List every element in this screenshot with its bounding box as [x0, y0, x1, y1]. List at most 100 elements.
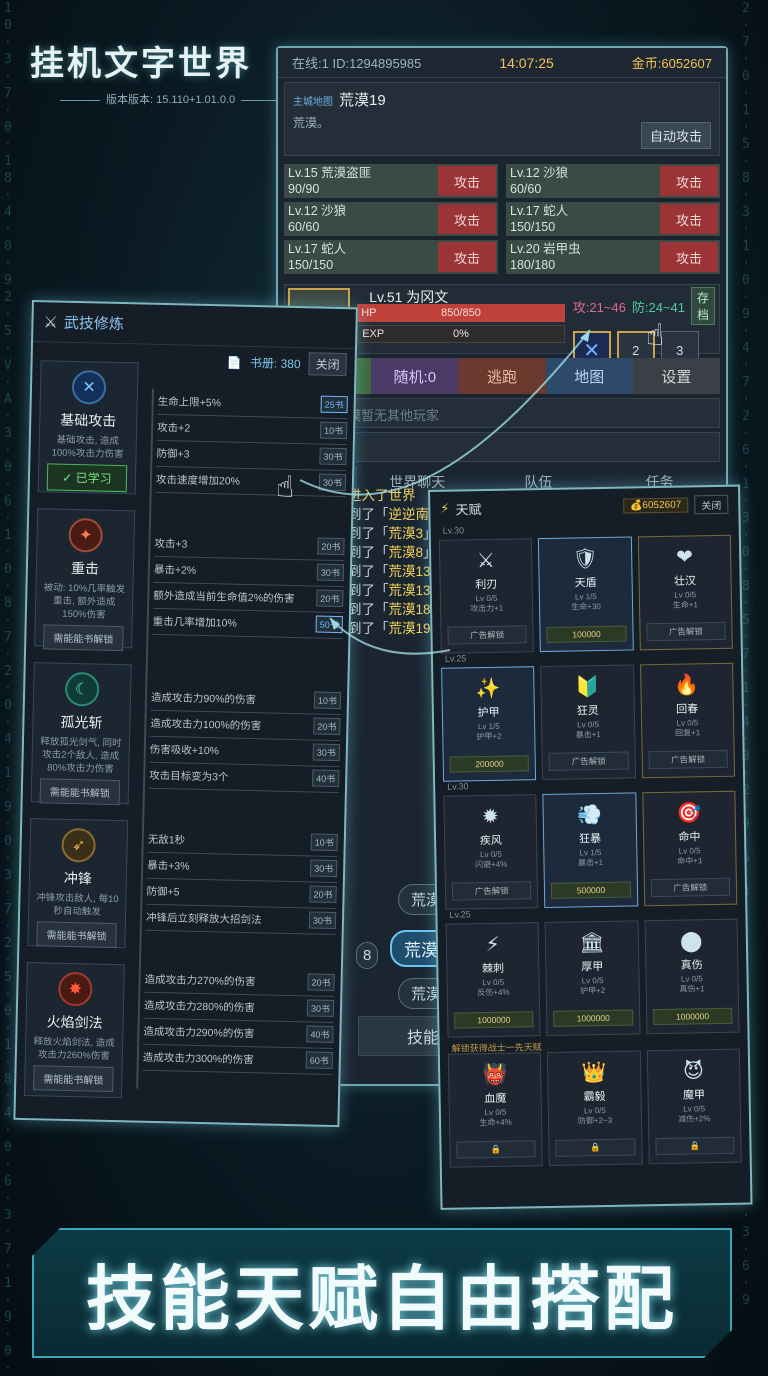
effect-cost-button[interactable]: 10书: [313, 691, 342, 710]
close-button[interactable]: 关闭: [694, 494, 729, 514]
skill-card[interactable]: ➶ 冲锋 冲锋攻击敌人, 每10秒自动触发 需能能书解锁: [27, 818, 129, 949]
map-node-pill[interactable]: 荒漠: [398, 884, 455, 915]
talent-upgrade-button[interactable]: 200000: [449, 755, 530, 773]
effect-cost-button[interactable]: 40书: [312, 769, 340, 788]
effect-cost-button[interactable]: 30书: [318, 473, 347, 492]
effect-cost-button[interactable]: 30书: [319, 447, 347, 466]
effect-cost-button[interactable]: 20书: [307, 973, 335, 992]
attack-button[interactable]: 攻击: [660, 242, 718, 272]
talent-upgrade-button[interactable]: 500000: [551, 881, 631, 899]
effect-text: 攻击目标变为3个: [149, 769, 229, 784]
close-button[interactable]: 关闭: [308, 352, 347, 377]
effect-cost-button[interactable]: 30书: [308, 911, 337, 930]
unlock-button[interactable]: 需能能书解锁: [43, 624, 124, 652]
effect-cost-button[interactable]: 20书: [316, 589, 344, 608]
effect-cost-button[interactable]: 30书: [309, 859, 338, 878]
map-button[interactable]: 地图: [545, 358, 633, 394]
ad-unlock-button[interactable]: 广告解锁: [548, 751, 629, 771]
unlock-button[interactable]: 需能能书解锁: [39, 778, 121, 806]
effect-text: 造成攻击力90%的伤害: [150, 691, 257, 707]
attack-button[interactable]: 攻击: [438, 204, 496, 234]
effect-cost-button[interactable]: 10书: [319, 421, 348, 440]
effect-cost-button[interactable]: 40书: [306, 1025, 334, 1044]
talent-effect: 防御+2~3: [577, 1115, 613, 1126]
effect-line: 攻击速度增加20%30书: [155, 466, 347, 498]
talent-title: 天赋: [455, 501, 482, 518]
skill-name: 火焰剑法: [46, 1013, 103, 1031]
ad-unlock-button[interactable]: 广告解锁: [447, 625, 528, 645]
ad-unlock-button[interactable]: 广告解锁: [646, 621, 726, 642]
effect-cost-button[interactable]: 30书: [306, 999, 335, 1018]
effect-text: 防御+5: [146, 885, 180, 899]
effect-cost-button[interactable]: 30书: [316, 563, 345, 582]
talent-icon: ✹: [481, 805, 499, 829]
talent-upgrade-button[interactable]: 1000000: [652, 1007, 733, 1026]
map-node-number[interactable]: 8: [356, 942, 379, 969]
effect-cost-button[interactable]: 50书: [315, 615, 343, 634]
attack-button[interactable]: 攻击: [438, 242, 496, 272]
log-line: 到了「荒漠3」: [348, 524, 456, 543]
talent-upgrade-button[interactable]: 1000000: [553, 1009, 634, 1027]
effect-cost-button[interactable]: 20书: [317, 537, 345, 556]
learned-button[interactable]: ✓ 已学习: [46, 463, 128, 493]
flee-button[interactable]: 逃跑: [458, 358, 546, 394]
ad-unlock-button[interactable]: 广告解锁: [451, 881, 532, 901]
auto-attack-button[interactable]: 自动攻击: [640, 122, 711, 149]
ad-unlock-button[interactable]: 广告解锁: [648, 749, 728, 770]
charge-icon: ➶: [61, 827, 97, 863]
skill-card[interactable]: ☾ 孤光斩 释放孤光剑气, 同时攻击2个敌人, 造成80%攻击力伤害 需能能书解…: [30, 662, 132, 806]
ad-unlock-button[interactable]: 广告解锁: [650, 877, 731, 898]
settings-button[interactable]: 设置: [632, 358, 721, 394]
talent-effect: 生命+1: [672, 600, 698, 610]
clock: 14:07:25: [499, 54, 554, 71]
effect-cost-button[interactable]: 25书: [320, 395, 348, 414]
fire-slash-icon: ✦: [68, 517, 104, 553]
effect-cost-button[interactable]: 20书: [313, 717, 341, 736]
talent-effect: 命中+1: [677, 856, 703, 866]
skill-desc: 释放火焰剑法, 造成攻击力260%伤害: [33, 1036, 115, 1062]
unlock-button[interactable]: 需能能书解锁: [36, 921, 117, 949]
map-node-pill[interactable]: 荒漠: [398, 978, 455, 1009]
effect-cost-button[interactable]: 30书: [312, 743, 341, 762]
effect-line: 冲锋后立刻释放大招剑法 30书: [145, 904, 337, 936]
attack-button[interactable]: 攻击: [660, 204, 718, 234]
talent-effect: 攻击力+1: [470, 603, 504, 614]
attack-button[interactable]: 攻击: [438, 166, 496, 196]
attack-button[interactable]: 攻击: [660, 166, 718, 196]
effect-text: 冲锋后立刻释放大招剑法: [145, 911, 262, 927]
talent-upgrade-button[interactable]: 1000000: [454, 1011, 534, 1029]
effect-cost-button[interactable]: 10书: [310, 833, 338, 852]
game-logo: 挂机文字世界 版本版本: 15.110+1.01.0.0: [30, 36, 287, 107]
monster-hp: 150/150: [288, 258, 334, 272]
talent-upgrade-button[interactable]: 100000: [546, 625, 627, 643]
random-button[interactable]: 随机:0: [371, 358, 459, 394]
skill-card[interactable]: ✸ 火焰剑法 释放火焰剑法, 造成攻击力260%伤害 需能能书解锁: [23, 962, 125, 1099]
talent-name: 命中: [678, 831, 701, 844]
talent-name: 利刃: [475, 578, 498, 592]
save-button[interactable]: 存档: [690, 287, 715, 325]
unlock-button[interactable]: 需能能书解锁: [33, 1065, 114, 1093]
effect-cost-button[interactable]: 20书: [309, 885, 337, 904]
effect-cost-button[interactable]: 60书: [305, 1051, 334, 1070]
talent-effect: 闪避+4%: [475, 859, 508, 870]
effect-text: 攻击+3: [154, 537, 188, 551]
skill-card[interactable]: ✦ 重击 被动: 10%几率触发重击, 额外造成150%伤害 需能能书解锁: [34, 508, 136, 652]
skill-card[interactable]: ✕ 基础攻击 基础攻击, 造成100%攻击力伤害 ✓ 已学习: [37, 360, 139, 495]
